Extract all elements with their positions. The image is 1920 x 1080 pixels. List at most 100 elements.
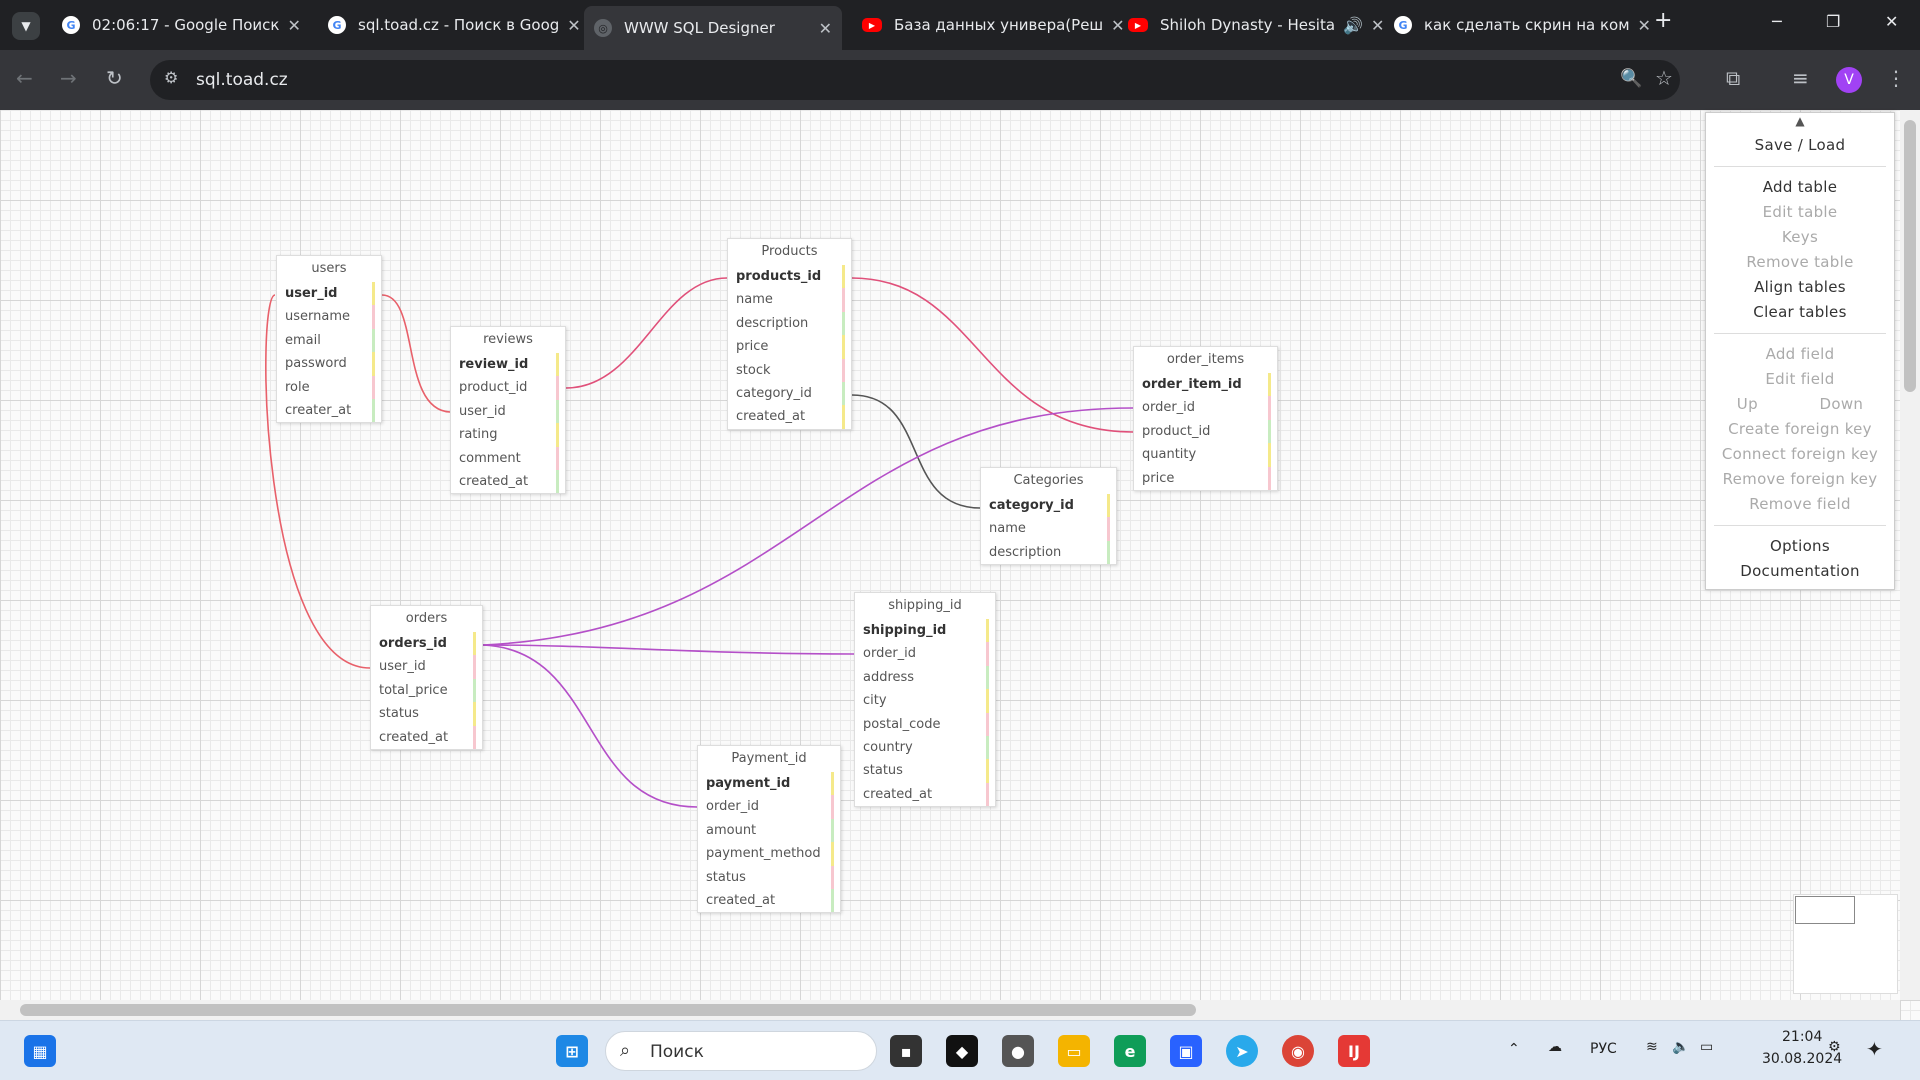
store-icon[interactable]: ▣ xyxy=(1170,1035,1202,1067)
close-icon[interactable]: ✕ xyxy=(287,15,301,35)
field-row[interactable]: price xyxy=(1134,466,1277,490)
add-field-button[interactable]: Add field xyxy=(1765,345,1835,363)
save-load-button[interactable]: Save / Load xyxy=(1754,136,1846,154)
field-row[interactable]: created_at xyxy=(855,782,995,807)
field-row[interactable]: role xyxy=(277,375,381,399)
jetbrains-toolbox-icon[interactable]: ◆ xyxy=(946,1035,978,1067)
url-text[interactable]: sql.toad.cz xyxy=(196,70,288,90)
field-row[interactable]: orders_id xyxy=(371,632,482,656)
vertical-scrollbar[interactable] xyxy=(1900,110,1920,1000)
volume-icon[interactable]: 🔈 xyxy=(1672,1039,1690,1055)
panda-app-icon[interactable]: ● xyxy=(1002,1035,1034,1067)
field-row[interactable]: created_at xyxy=(698,888,840,913)
field-row[interactable]: products_id xyxy=(728,265,851,289)
field-row[interactable]: quantity xyxy=(1134,443,1277,467)
edit-field-button[interactable]: Edit field xyxy=(1765,370,1835,388)
media-controls-icon[interactable]: ≡ xyxy=(1792,66,1809,90)
file-explorer-icon[interactable]: ▭ xyxy=(1058,1035,1090,1067)
field-row[interactable]: category_id xyxy=(728,381,851,406)
field-row[interactable]: email xyxy=(277,328,381,353)
designer-canvas[interactable]: users user_id username email password ro… xyxy=(0,110,1920,1020)
forward-icon[interactable]: → xyxy=(60,66,77,90)
table-categories[interactable]: Categories category_id name description xyxy=(980,467,1117,566)
task-view-icon[interactable]: ▪ xyxy=(890,1035,922,1067)
field-row[interactable]: order_item_id xyxy=(1134,373,1277,397)
tab-sql-search[interactable]: G sql.toad.cz - Поиск в Goog ✕ xyxy=(318,8,581,42)
table-title[interactable]: users xyxy=(311,261,347,276)
field-row[interactable]: price xyxy=(728,335,851,359)
field-row[interactable]: created_at xyxy=(728,405,851,429)
field-row[interactable]: name xyxy=(981,517,1116,541)
field-row[interactable]: password xyxy=(277,352,381,376)
field-row[interactable]: postal_code xyxy=(855,712,995,736)
table-reviews[interactable]: reviews review_id product_id user_id rat… xyxy=(450,326,566,495)
field-row[interactable]: name xyxy=(728,288,851,312)
field-row[interactable]: category_id xyxy=(981,494,1116,518)
remove-foreign-key-button[interactable]: Remove foreign key xyxy=(1722,470,1878,488)
options-button[interactable]: Options xyxy=(1770,537,1830,555)
reload-icon[interactable]: ↻ xyxy=(106,66,123,90)
field-row[interactable]: description xyxy=(981,540,1116,565)
widgets-icon[interactable]: ▦ xyxy=(24,1035,56,1067)
site-info-icon[interactable]: ⚙ xyxy=(164,68,179,87)
close-icon[interactable]: ✕ xyxy=(818,18,832,38)
down-button[interactable]: Down xyxy=(1819,395,1864,413)
field-row[interactable]: comment xyxy=(451,446,565,470)
field-row[interactable]: country xyxy=(855,735,995,760)
scroll-thumb[interactable] xyxy=(1904,120,1916,392)
align-tables-button[interactable]: Align tables xyxy=(1754,278,1846,296)
tab-google-search[interactable]: G 02:06:17 - Google Поиск ✕ xyxy=(52,8,304,42)
field-row[interactable]: product_id xyxy=(451,376,565,400)
scroll-thumb[interactable] xyxy=(20,1004,1196,1016)
wifi-icon[interactable]: ≋ xyxy=(1646,1039,1658,1055)
field-row[interactable]: product_id xyxy=(1134,419,1277,444)
windows-start-icon[interactable]: ⊞ xyxy=(556,1035,588,1067)
chrome-icon[interactable]: ◉ xyxy=(1282,1035,1314,1067)
back-icon[interactable]: ← xyxy=(16,66,33,90)
field-row[interactable]: user_id xyxy=(451,399,565,424)
tab-youtube-music[interactable]: ▶ Shiloh Dynasty - Hesita 🔊 ✕ xyxy=(1118,8,1384,42)
profile-avatar[interactable]: V xyxy=(1836,67,1862,93)
clear-tables-button[interactable]: Clear tables xyxy=(1753,303,1847,321)
field-row[interactable]: username xyxy=(277,305,381,329)
restore-button[interactable]: ❐ xyxy=(1826,12,1841,31)
collapse-menu-icon[interactable]: ▲ xyxy=(1795,114,1805,128)
table-products[interactable]: Products products_id name description pr… xyxy=(727,238,852,430)
zoom-icon[interactable]: 🔍 xyxy=(1620,68,1643,89)
field-row[interactable]: user_id xyxy=(277,282,381,306)
notification-icon[interactable]: ⚙ xyxy=(1828,1039,1841,1055)
table-title[interactable]: orders xyxy=(405,611,448,626)
table-title[interactable]: Payment_id xyxy=(731,751,807,766)
clock-date[interactable]: 30.08.2024 xyxy=(1762,1051,1843,1067)
field-row[interactable]: status xyxy=(855,759,995,783)
bookmark-star-icon[interactable]: ☆ xyxy=(1655,66,1673,90)
table-title[interactable]: Products xyxy=(761,244,818,259)
tab-search-icon[interactable]: ▼ xyxy=(12,12,40,40)
intellij-icon[interactable]: IJ xyxy=(1338,1035,1370,1067)
show-hidden-icons[interactable]: ⌃ xyxy=(1508,1041,1520,1057)
language-indicator[interactable]: РУС xyxy=(1590,1041,1617,1057)
create-foreign-key-button[interactable]: Create foreign key xyxy=(1728,420,1872,438)
field-row[interactable]: address xyxy=(855,665,995,690)
minimize-button[interactable]: ─ xyxy=(1772,12,1782,31)
field-row[interactable]: creater_at xyxy=(277,398,381,423)
table-title[interactable]: reviews xyxy=(483,332,533,347)
telegram-icon[interactable]: ➤ xyxy=(1226,1035,1258,1067)
field-row[interactable]: order_id xyxy=(698,795,840,819)
table-title[interactable]: shipping_id xyxy=(888,598,962,613)
close-icon[interactable]: ✕ xyxy=(1111,15,1125,35)
speaker-icon[interactable]: 🔊 xyxy=(1343,15,1363,35)
clock-time[interactable]: 21:04 xyxy=(1782,1029,1823,1045)
remove-field-button[interactable]: Remove field xyxy=(1749,495,1851,513)
connect-foreign-key-button[interactable]: Connect foreign key xyxy=(1721,445,1879,463)
address-bar[interactable]: ⚙ sql.toad.cz 🔍 ☆ xyxy=(150,60,1680,100)
field-row[interactable]: status xyxy=(371,702,482,726)
documentation-button[interactable]: Documentation xyxy=(1740,562,1860,580)
remove-table-button[interactable]: Remove table xyxy=(1746,253,1854,271)
table-order-items[interactable]: order_items order_item_id order_id produ… xyxy=(1133,346,1278,491)
field-row[interactable]: city xyxy=(855,689,995,713)
field-row[interactable]: amount xyxy=(698,818,840,843)
field-row[interactable]: created_at xyxy=(451,469,565,494)
copilot-icon[interactable]: ✦ xyxy=(1866,1037,1883,1061)
close-window-button[interactable]: ✕ xyxy=(1885,12,1899,31)
